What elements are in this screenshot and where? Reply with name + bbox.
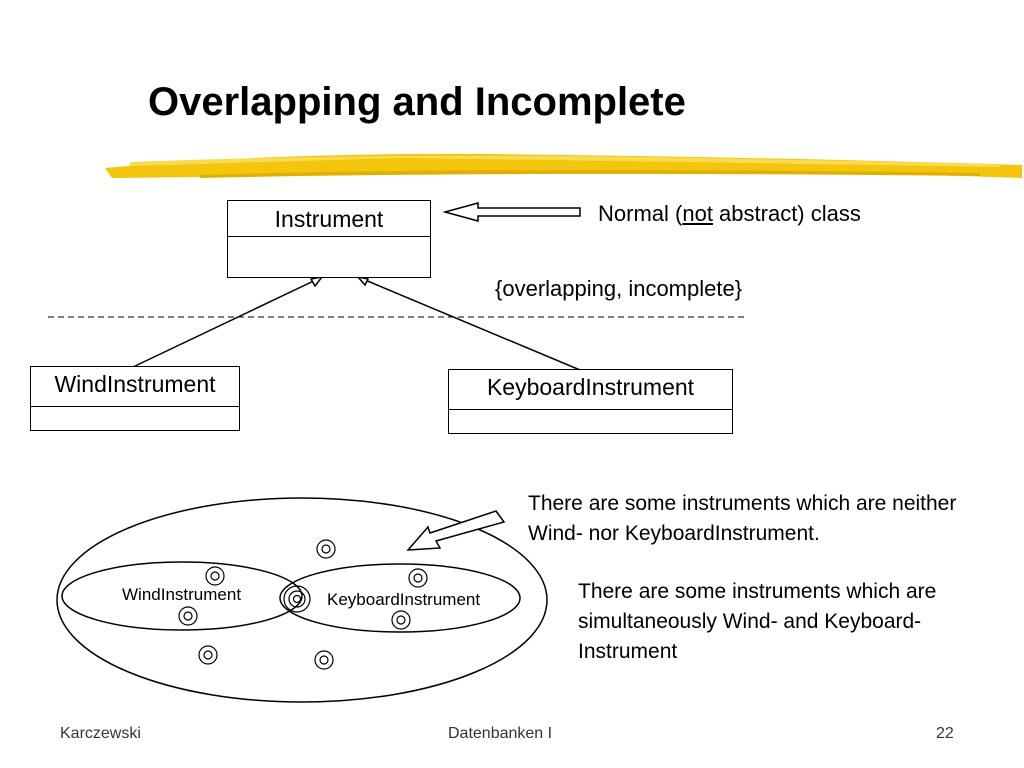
- instance-marker-icon: [314, 650, 334, 670]
- abstract-note-emphasis: not: [682, 201, 713, 226]
- venn-label-wind: WindInstrument: [122, 585, 242, 604]
- class-box-windinstrument: WindInstrument: [30, 366, 240, 431]
- abstract-note: Normal (not abstract) class: [598, 199, 861, 229]
- class-name-keyboardinstrument: KeyboardInstrument: [449, 370, 732, 410]
- inheritance-arrowhead-right: [355, 275, 370, 287]
- instance-marker-icon: [408, 568, 428, 588]
- inheritance-arrowhead-left: [309, 275, 324, 288]
- pointer-arrow-neither: [406, 510, 506, 551]
- instance-markers: [178, 539, 428, 670]
- instance-marker-both-icon: [283, 585, 311, 613]
- pointer-arrow-instrument: [442, 202, 581, 222]
- class-box-keyboardinstrument: KeyboardInstrument: [448, 369, 733, 434]
- venn-label-keyboard: KeyboardInstrument: [327, 590, 481, 609]
- instance-marker-icon: [316, 539, 336, 559]
- note-both: There are some instruments which are sim…: [578, 580, 937, 663]
- footer-author: Karczewski: [60, 725, 141, 742]
- inheritance-line-left: [132, 276, 323, 368]
- title-highlight-stroke: [105, 153, 1022, 178]
- footer-course: Datenbanken I: [448, 725, 553, 742]
- note-neither: There are some instruments which are nei…: [528, 492, 957, 545]
- class-name-instrument: Instrument: [228, 201, 430, 237]
- slide-title: Overlapping and Incomplete: [148, 80, 686, 124]
- class-box-instrument: Instrument: [227, 200, 431, 278]
- constraint-label: {overlapping, incomplete}: [495, 276, 743, 301]
- venn-keyboard-ellipse: [279, 563, 521, 633]
- venn-wind-ellipse: [61, 561, 303, 631]
- instance-marker-icon: [205, 566, 225, 586]
- abstract-note-prefix: Normal (: [598, 201, 683, 226]
- class-name-windinstrument: WindInstrument: [31, 367, 239, 407]
- abstract-note-suffix: abstract) class: [712, 201, 861, 226]
- venn-outer-ellipse: [56, 497, 548, 703]
- inheritance-line-right: [357, 276, 581, 371]
- footer-page-number: 22: [936, 725, 954, 742]
- instance-marker-icon: [178, 606, 198, 626]
- instance-marker-icon: [391, 610, 411, 630]
- instance-marker-icon: [198, 645, 218, 665]
